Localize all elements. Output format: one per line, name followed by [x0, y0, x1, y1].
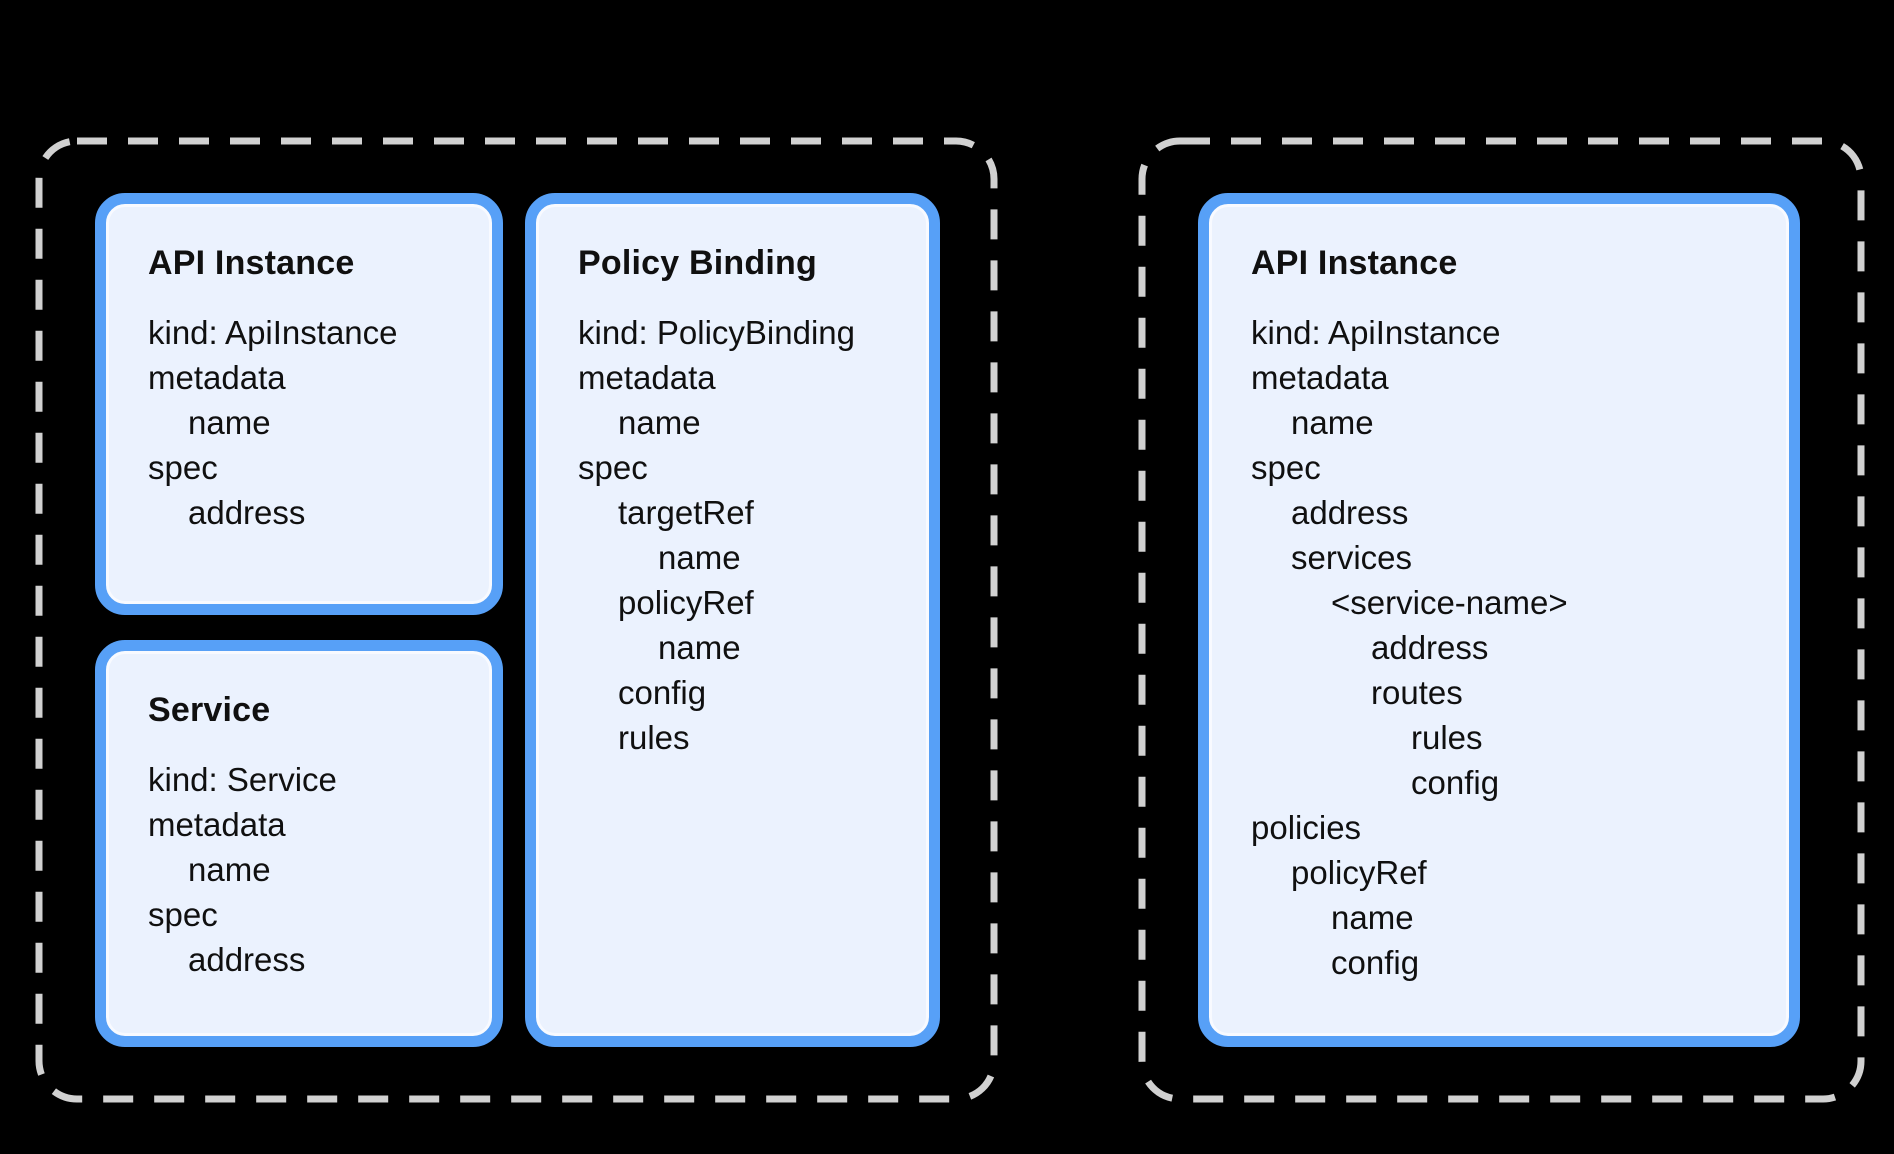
yaml-line: kind: ApiInstance [1251, 314, 1501, 351]
yaml-line: spec [578, 449, 648, 486]
yaml-line: policies [1251, 809, 1362, 846]
yaml-line: kind: ApiInstance [148, 314, 398, 351]
yaml-line: kind: Service [148, 761, 337, 798]
yaml-lines: kind: PolicyBinding metadata name spec targe… [578, 310, 909, 760]
yaml-line: address [1371, 629, 1489, 666]
yaml-line: policyRef [618, 584, 754, 621]
yaml-line: address [1291, 494, 1409, 531]
yaml-line: routes [1371, 674, 1463, 711]
card-title: API Instance [1251, 244, 1458, 282]
yaml-line: name [618, 404, 701, 441]
yaml-lines: kind: Service metadata name spec address [148, 757, 472, 982]
yaml-line: spec [148, 896, 218, 933]
yaml-line: config [1411, 764, 1500, 801]
yaml-lines: kind: ApiInstance metadata name spec address… [1251, 310, 1769, 985]
yaml-line: name [1331, 899, 1414, 936]
yaml-line: address [188, 941, 306, 978]
yaml-line: config [1331, 944, 1420, 981]
card-title: API Instance [148, 244, 355, 282]
card-api-instance-expanded: API Instance kind: ApiInstance metadata na… [1198, 193, 1800, 1047]
yaml-line: metadata [148, 359, 286, 396]
yaml-line: services [1291, 539, 1413, 576]
yaml-line: name [188, 851, 271, 888]
right-cluster-dashed-border [1138, 137, 1865, 1103]
yaml-line: config [618, 674, 707, 711]
card-title: Service [148, 691, 271, 729]
card-service: Service kind: Service metadata name spec add… [95, 640, 503, 1047]
yaml-line: <service-name> [1331, 584, 1568, 621]
left-cluster-dashed-border [35, 137, 998, 1103]
dashed-rect [35, 137, 998, 1103]
yaml-lines: kind: ApiInstance metadata name spec address [148, 310, 472, 535]
yaml-line: address [188, 494, 306, 531]
yaml-line: rules [618, 719, 690, 756]
yaml-line: spec [148, 449, 218, 486]
yaml-line: rules [1411, 719, 1483, 756]
yaml-line: name [658, 629, 741, 666]
yaml-line: spec [1251, 449, 1321, 486]
yaml-line: name [658, 539, 741, 576]
yaml-line: metadata [148, 806, 286, 843]
yaml-line: metadata [578, 359, 716, 396]
dashed-rect [1138, 137, 1865, 1103]
card-policy-binding: Policy Binding kind: PolicyBinding metada… [525, 193, 940, 1047]
yaml-line: metadata [1251, 359, 1389, 396]
yaml-line: targetRef [618, 494, 754, 531]
yaml-line: kind: PolicyBinding [578, 314, 855, 351]
yaml-line: name [188, 404, 271, 441]
card-title: Policy Binding [578, 244, 817, 282]
yaml-line: name [1291, 404, 1374, 441]
card-api-instance: API Instance kind: ApiInstance metadata na… [95, 193, 503, 615]
yaml-line: policyRef [1291, 854, 1427, 891]
